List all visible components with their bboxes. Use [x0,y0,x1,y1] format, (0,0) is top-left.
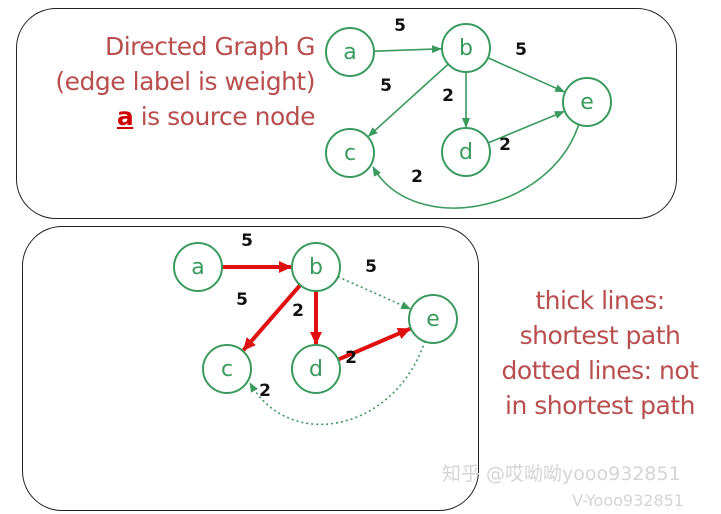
bottom-node-e [408,294,458,344]
top-node-d [441,127,491,177]
source-line: a is source node [55,99,316,134]
title-line-1: Directed Graph G [104,32,316,61]
source-suffix: is source node [133,102,316,131]
top-node-label: d [459,140,473,165]
legend-text: thick lines: shortest path dotted lines:… [482,283,718,423]
legend-line: thick lines: [535,286,665,315]
bottom-node-label: d [309,357,323,382]
top-node-c [325,128,375,178]
bottom-node-c [202,344,252,394]
bottom-edge-d-e [337,326,411,362]
top-node-e [562,77,612,127]
top-node-label: a [343,40,356,65]
watermark-line-1: 知乎 @哎呦呦yooo932851 [442,463,681,485]
top-edge-weight-label: 2 [442,86,454,106]
source-node-label: a [116,102,134,131]
bottom-edge-weight-label: 2 [292,301,304,321]
top-edge-e-c [372,123,580,209]
top-edge-weight-label: 2 [411,167,423,187]
bottom-node-d [291,344,341,394]
top-node-label: c [344,141,356,166]
bottom-node-label: b [309,255,323,280]
legend-line: shortest path [519,321,681,350]
bottom-edge-weight-label: 5 [365,257,377,277]
top-edge-weight-label: 2 [499,135,511,155]
bottom-edge-weight-label: 2 [345,348,357,368]
top-edge-weight-label: 5 [380,76,392,96]
graph-description: Directed Graph G (edge label is weight) … [55,29,315,134]
top-node-label: b [459,36,473,61]
bottom-panel [22,226,479,511]
top-node-label: e [580,90,594,115]
bottom-edge-weight-label: 2 [259,381,271,401]
title-line-2: (edge label is weight) [55,67,315,96]
bottom-node-label: c [221,357,233,382]
legend-line: in shortest path [505,391,695,420]
top-edge-b-c [367,63,449,137]
top-edge-weight-label: 5 [394,16,406,36]
top-node-b [441,23,491,73]
top-edge-weight-label: 5 [515,40,527,60]
bottom-edge-b-e [337,276,412,310]
bottom-node-label: a [191,255,204,280]
bottom-edge-e-c [249,340,426,426]
legend-line: dotted lines: not [501,356,699,385]
top-edge-a-b [373,45,443,54]
bottom-node-a [173,242,223,292]
top-panel [16,8,677,219]
watermark-line-2: V-Yooo932851 [572,491,684,510]
bottom-edge-b-c [241,283,302,352]
bottom-edge-weight-label: 5 [241,231,253,251]
top-node-a [325,27,375,77]
bottom-edge-weight-label: 5 [236,290,248,310]
bottom-node-label: e [426,307,440,332]
top-edge-b-e [487,57,566,93]
top-edge-d-e [487,110,565,144]
bottom-node-b [291,242,341,292]
